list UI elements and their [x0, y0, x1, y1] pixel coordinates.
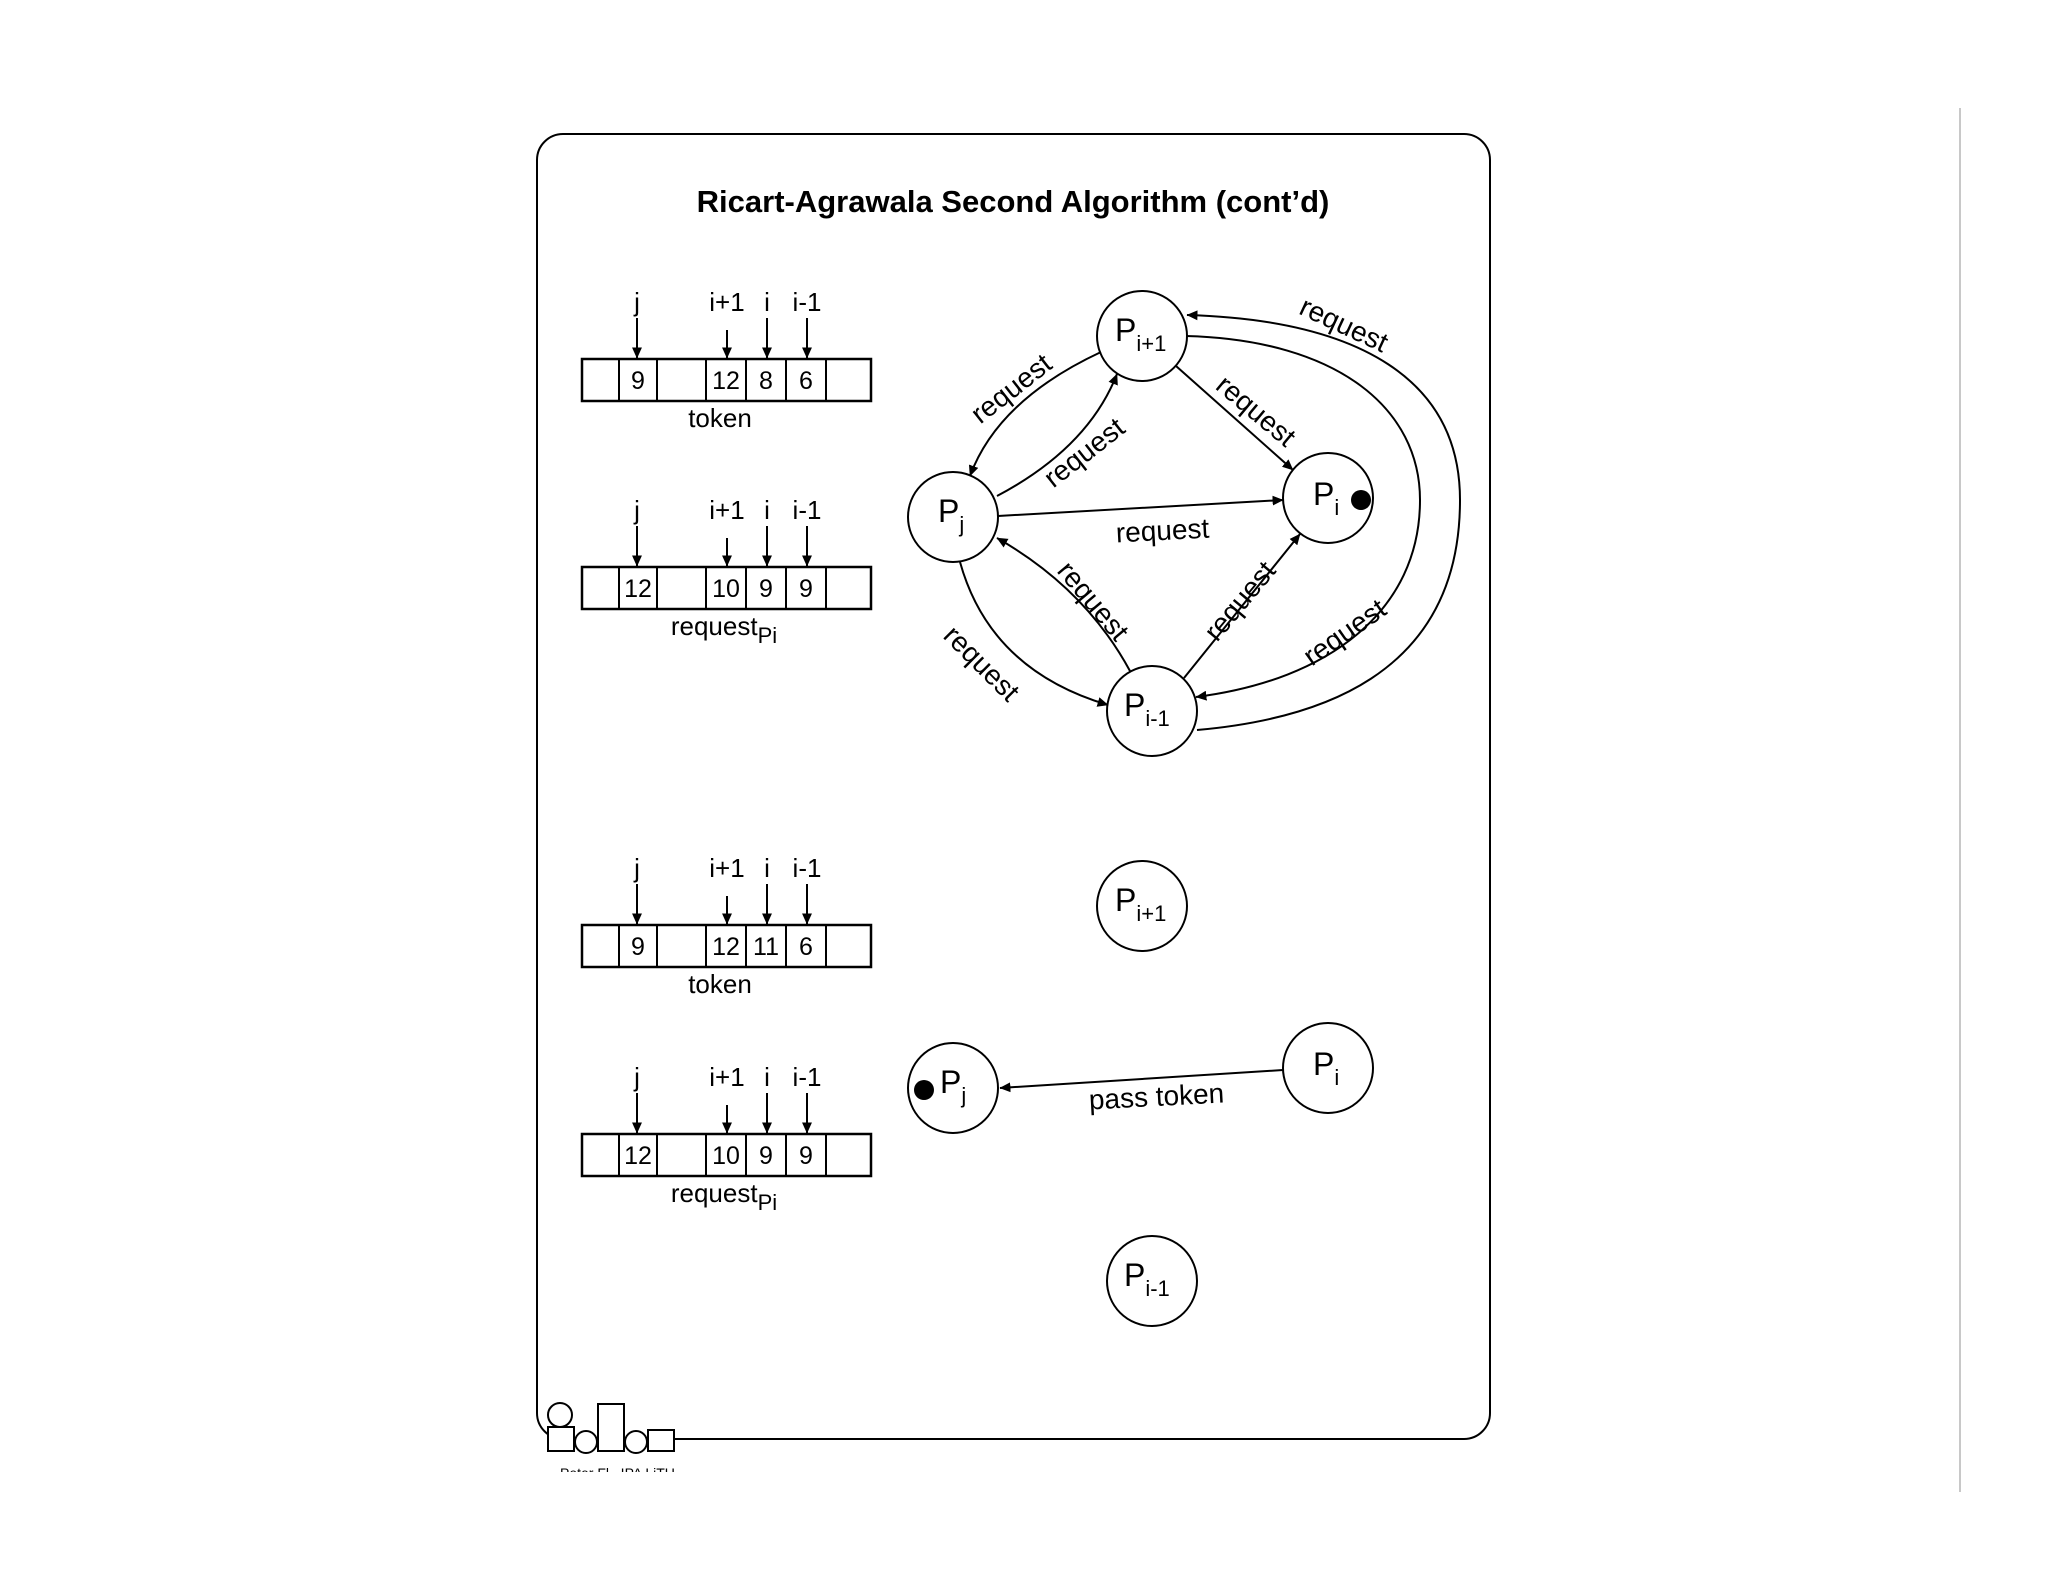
node-p-i-minus-1-top: Pi-1 — [1106, 665, 1198, 757]
node-p-i-minus-1-bottom: Pi-1 — [1106, 1235, 1198, 1327]
pointer-label-j: j — [633, 287, 640, 317]
edge-label: request — [965, 347, 1058, 429]
edge-label: request — [1038, 411, 1131, 493]
edge-pi1-to-pj — [968, 351, 1102, 477]
array-box — [580, 565, 873, 611]
svg-text:Pi+1: Pi+1 — [1115, 882, 1166, 926]
array-label: requestPi — [671, 611, 777, 648]
pointer-label-i-minus-1: i-1 — [793, 287, 822, 317]
pointer-label-i: i — [764, 853, 770, 883]
array-cell: 12 — [712, 933, 740, 961]
edge-label: request — [1297, 593, 1391, 672]
array-label: token — [688, 403, 752, 433]
edge-pim1-to-pi — [1183, 533, 1301, 679]
request-array-top: j i+1 i i-1 12 10 9 9 requestPi — [580, 495, 873, 648]
pointer-label-i: i — [764, 495, 770, 525]
svg-text:Pi-1: Pi-1 — [1124, 1257, 1170, 1301]
token-holder-dot — [914, 1080, 934, 1100]
array-box — [580, 923, 873, 969]
svg-text:Pi: Pi — [1313, 1046, 1339, 1090]
node-p-j-top: Pj — [907, 471, 999, 563]
array-cell: 9 — [631, 367, 645, 395]
edge-pim1-to-pj — [996, 537, 1131, 672]
array-label: requestPi — [671, 1178, 777, 1215]
pointer-label-j: j — [633, 1062, 640, 1092]
svg-text:Pi-1: Pi-1 — [1124, 687, 1170, 731]
node-p-i-top: Pi — [1282, 452, 1374, 544]
array-cell: 8 — [759, 367, 773, 395]
footer-logo — [547, 1402, 675, 1454]
svg-text:Pj: Pj — [940, 1064, 966, 1108]
node-p-i-bottom: Pi — [1282, 1022, 1374, 1114]
array-cell: 10 — [712, 1142, 740, 1170]
edge-pim1-to-pi1 — [1186, 310, 1462, 731]
request-array-bottom: j i+1 i i-1 12 10 9 9 requestPi — [580, 1062, 873, 1215]
edge-label: request — [1051, 555, 1135, 647]
pointer-label-i-minus-1: i-1 — [793, 853, 822, 883]
pointer-label-i-plus-1: i+1 — [709, 1062, 744, 1092]
svg-text:Pj: Pj — [938, 493, 964, 537]
slide-frame — [536, 133, 1491, 1440]
edge-label: request — [1115, 513, 1210, 549]
pointer-label-j: j — [633, 853, 640, 883]
array-cell: 10 — [712, 575, 740, 603]
pointer-label-i: i — [764, 1062, 770, 1092]
footer-clip — [540, 1472, 760, 1492]
edge-pj-to-pi — [997, 495, 1284, 517]
edge-label: request — [1295, 291, 1393, 359]
pointer-label-j: j — [633, 495, 640, 525]
array-cell: 9 — [631, 933, 645, 961]
array-cell: 9 — [799, 1142, 813, 1170]
pointer-label-i-plus-1: i+1 — [709, 853, 744, 883]
array-cell: 9 — [759, 1142, 773, 1170]
token-array-bottom: j i+1 i i-1 9 12 11 6 token — [580, 853, 873, 999]
edge-pj-to-pi1 — [996, 373, 1118, 497]
array-box — [580, 357, 873, 403]
pointer-label-i-plus-1: i+1 — [709, 495, 744, 525]
token-holder-dot — [1351, 490, 1371, 510]
array-cell: 12 — [624, 575, 652, 603]
edge-label: request — [1198, 555, 1282, 647]
pointer-label-i-minus-1: i-1 — [793, 495, 822, 525]
array-cell: 6 — [799, 933, 813, 961]
svg-text:Pi: Pi — [1313, 476, 1339, 520]
node-p-j-bottom: Pj — [907, 1042, 999, 1134]
token-array-top: j i+1 i i-1 9 12 8 6 token — [580, 287, 873, 433]
pointer-label-i-plus-1: i+1 — [709, 287, 744, 317]
edge-pi1-to-pi — [1175, 365, 1294, 471]
array-cell: 6 — [799, 367, 813, 395]
edge-label: request — [938, 619, 1026, 707]
array-label: token — [688, 969, 752, 999]
slide-title: Ricart-Agrawala Second Algorithm (cont’d… — [697, 184, 1330, 219]
edge-pj-to-pim1 — [959, 561, 1109, 707]
edge-label: pass token — [1088, 1077, 1225, 1115]
edge-pi-to-pim1 — [1185, 335, 1422, 701]
array-cell: 9 — [759, 575, 773, 603]
array-cell: 12 — [624, 1142, 652, 1170]
pointer-label-i-minus-1: i-1 — [793, 1062, 822, 1092]
node-p-i-plus-1-top: Pi+1 — [1096, 290, 1188, 382]
edge-label: request — [1210, 369, 1302, 453]
array-cell: 12 — [712, 367, 740, 395]
array-box — [580, 1132, 873, 1178]
edge-pass-token — [999, 1069, 1284, 1093]
svg-text:Pi+1: Pi+1 — [1115, 312, 1166, 356]
pointer-label-i: i — [764, 287, 770, 317]
array-cell: 9 — [799, 575, 813, 603]
array-cell: 11 — [753, 933, 779, 961]
node-p-i-plus-1-bottom: Pi+1 — [1096, 860, 1188, 952]
